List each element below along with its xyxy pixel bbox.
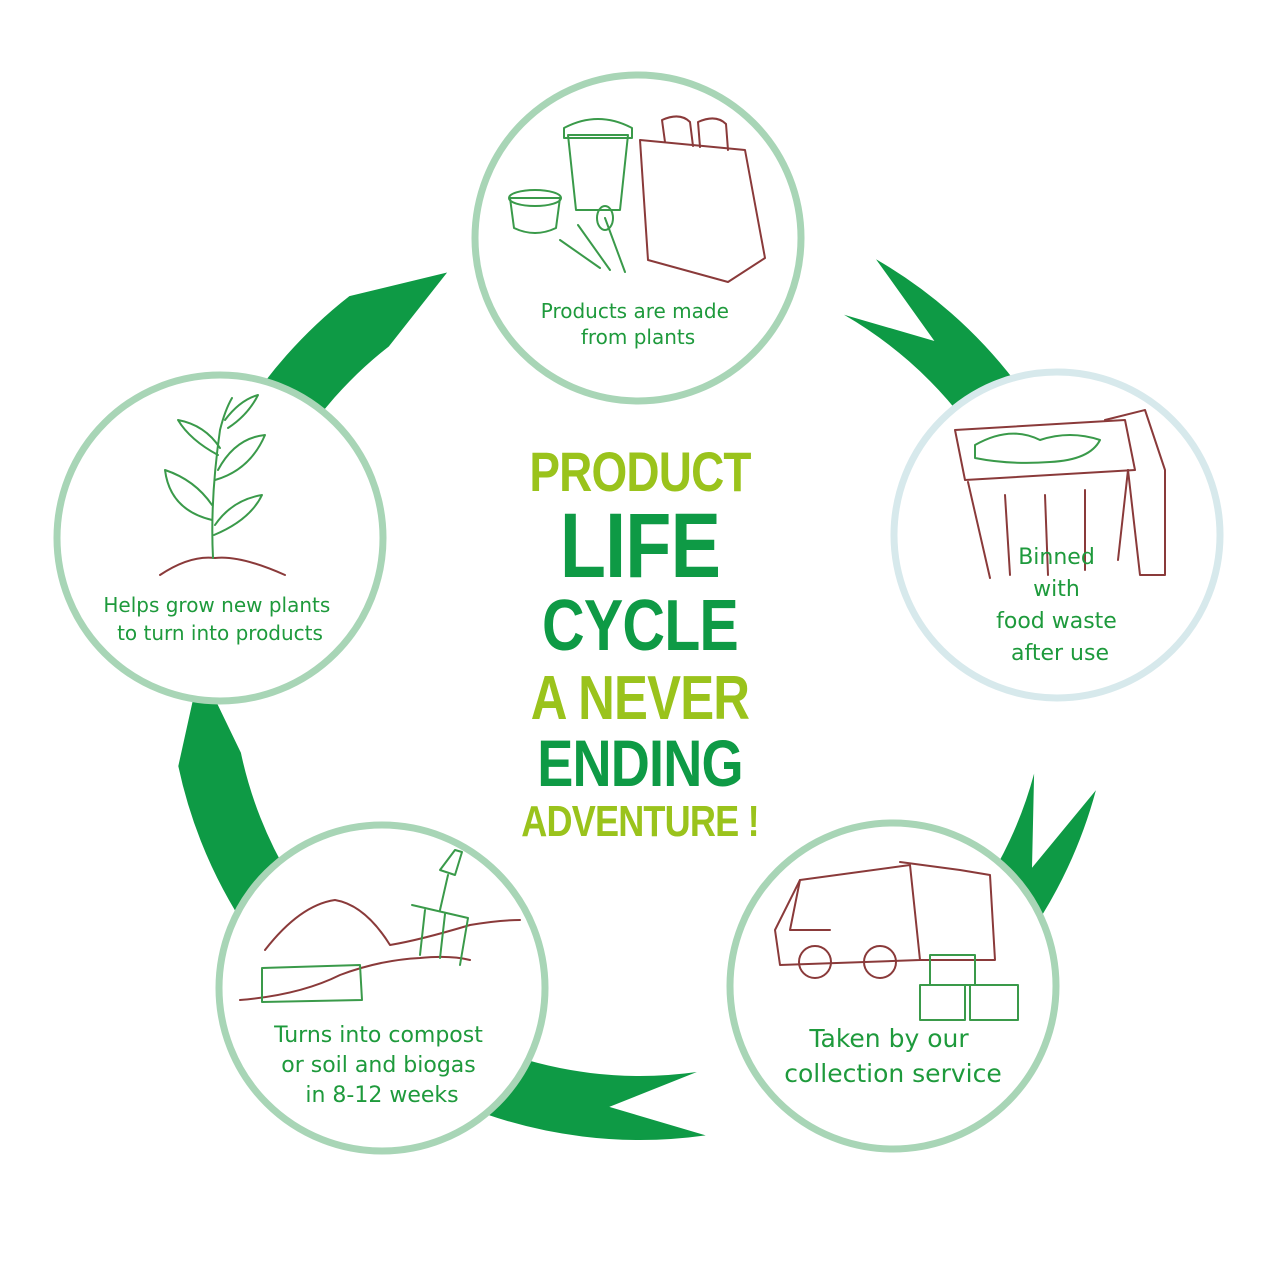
title-life: LIFE <box>559 495 721 597</box>
node-products-label: Products are made from plants <box>541 299 736 349</box>
node-collection-circle <box>726 819 1060 1153</box>
wheelie-bin-icon <box>954 409 1166 579</box>
title-cycle: CYCLE <box>541 586 739 666</box>
node-compost: Turns into compost or soil and biogas in… <box>215 821 549 1155</box>
node-binned: Binned with food waste after use <box>890 368 1224 702</box>
tableware-and-paper-bag-icon <box>508 115 766 283</box>
title-product: PRODUCT <box>529 440 751 503</box>
van-with-boxes-icon <box>774 861 1019 1021</box>
title-a-never: A NEVER <box>530 664 750 733</box>
title-adventure: ADVENTURE ! <box>521 797 759 846</box>
node-collection: Taken by our collection service <box>726 819 1060 1153</box>
node-grow-circle <box>53 371 387 705</box>
node-grow: Helps grow new plants to turn into produ… <box>53 371 387 705</box>
compost-heap-and-fork-icon <box>239 849 521 1003</box>
seedling-icon <box>159 394 286 576</box>
node-binned-label: Binned with food waste after use <box>996 545 1124 666</box>
node-products: Products are made from plants <box>471 71 805 405</box>
node-compost-label: Turns into compost or soil and biogas in… <box>273 1023 490 1108</box>
node-collection-label: Taken by our collection service <box>784 1024 1001 1088</box>
node-compost-circle <box>215 821 549 1155</box>
node-grow-label: Helps grow new plants to turn into produ… <box>103 593 336 645</box>
title-ending: ENDING <box>537 726 743 800</box>
node-products-circle <box>471 71 805 405</box>
